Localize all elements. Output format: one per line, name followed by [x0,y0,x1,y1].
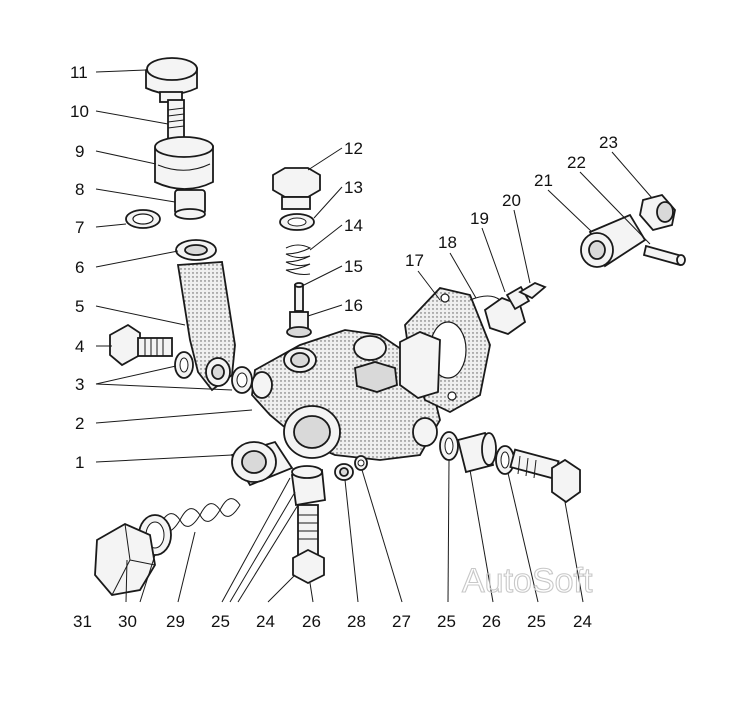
callout-17: 17 [405,251,424,270]
callout-12: 12 [344,139,363,158]
primer-knob [145,57,198,103]
primer-cylinder [176,261,236,392]
primer-rod [167,99,185,141]
callout-25-c: 25 [527,612,546,631]
callout-4: 4 [75,337,84,356]
valve-16 [286,311,312,338]
gasket-17 [399,287,491,414]
pin-22 [642,244,686,267]
callout-8: 8 [75,180,84,199]
nozzle-20 [518,281,547,300]
pump-body [251,329,441,461]
callout-11: 11 [70,63,88,82]
callout-27: 27 [392,612,411,631]
callout-13: 13 [344,178,363,197]
ring-28 [334,463,354,481]
callout-1: 1 [75,453,84,472]
spring-29 [159,498,241,532]
callout-labels: 11 10 9 8 7 6 5 4 3 2 1 12 13 14 15 16 1… [70,63,618,631]
bushing-23 [639,193,676,232]
watermark: AutoSoft [462,562,593,600]
callout-18: 18 [438,233,457,252]
callout-31: 31 [73,612,92,631]
banjo-bolt-24-center [292,504,325,585]
callout-24-a: 24 [256,612,275,631]
ring-25-right-b [495,445,515,475]
callout-20: 20 [502,191,521,210]
sealing-ring-3b [231,366,253,394]
callout-26-b: 26 [482,612,501,631]
callout-9: 9 [75,142,84,161]
leader-lines [95,69,653,603]
sleeve-1 [230,440,294,487]
ring-25-right-a [439,431,459,461]
sealing-ring-3a [174,351,194,379]
callout-26-a: 26 [302,612,321,631]
spring-14 [285,244,312,275]
callout-22: 22 [567,153,586,172]
banjo-bolt-4 [109,323,173,367]
callout-16: 16 [344,296,363,315]
sleeve-26-right [456,431,497,474]
housing-21 [580,213,647,268]
callout-6: 6 [75,258,84,277]
callout-3: 3 [75,375,84,394]
callout-24-b: 24 [573,612,592,631]
gasket-ring-7 [125,209,161,229]
callout-23: 23 [599,133,618,152]
callout-2: 2 [75,414,84,433]
callout-5: 5 [75,297,84,316]
washer-13 [279,213,315,231]
valve-stem-15 [294,282,304,312]
callout-29: 29 [166,612,185,631]
callout-25-a: 25 [211,612,230,631]
callout-19: 19 [470,209,489,228]
primer-piston [174,189,206,220]
primer-nut [154,136,214,190]
callout-25-b: 25 [437,612,456,631]
primer-sleeve [175,239,217,261]
plug-12 [272,167,321,210]
ring-27 [354,455,368,471]
callout-28: 28 [347,612,366,631]
callout-15: 15 [344,257,363,276]
callout-10: 10 [70,102,89,121]
callout-14: 14 [344,216,363,235]
callout-30: 30 [118,612,137,631]
callout-21: 21 [534,171,553,190]
valve-19 [483,285,531,335]
banjo-bolt-24-right [509,448,581,504]
callout-7: 7 [75,218,84,237]
sleeve-26-center [290,465,326,507]
